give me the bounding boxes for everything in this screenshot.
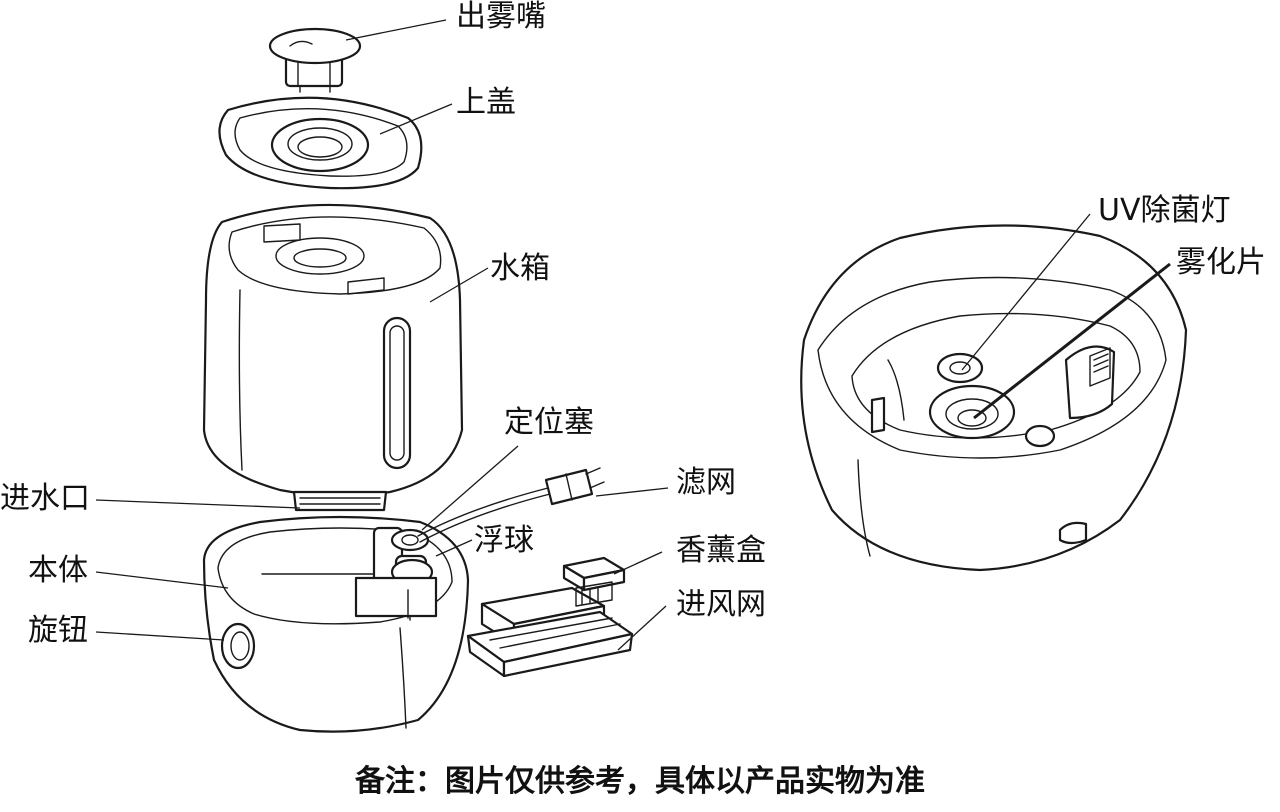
label-water-tank: 水箱 [490, 251, 550, 286]
leader-lines [95, 19, 1171, 651]
float-assembly-part [354, 526, 438, 619]
label-top-cover: 上盖 [456, 85, 516, 120]
label-filter: 滤网 [676, 465, 736, 500]
label-aroma-box: 香薰盒 [676, 533, 766, 568]
top-cover-part [218, 96, 423, 190]
label-intake-mesh: 进风网 [676, 587, 766, 622]
label-atomizer: 雾化片 [1176, 245, 1266, 280]
label-nozzle: 出雾嘴 [456, 0, 546, 34]
water-tank-part [202, 203, 464, 512]
label-plug: 定位塞 [504, 405, 594, 440]
base-inside-view-part [800, 224, 1188, 572]
footnote: 备注：图片仅供参考，具体以产品实物为准 [355, 764, 925, 799]
label-knob: 旋钮 [28, 613, 88, 648]
power-cord-part [417, 467, 605, 543]
label-body: 本体 [28, 553, 88, 588]
label-water-inlet: 进水口 [0, 481, 90, 516]
base-body-part [202, 515, 470, 733]
label-uv-lamp: UV除菌灯 [1098, 193, 1231, 228]
mist-nozzle-part [268, 27, 362, 93]
label-float-ball: 浮球 [474, 523, 534, 558]
intake-mesh-part [466, 610, 634, 678]
